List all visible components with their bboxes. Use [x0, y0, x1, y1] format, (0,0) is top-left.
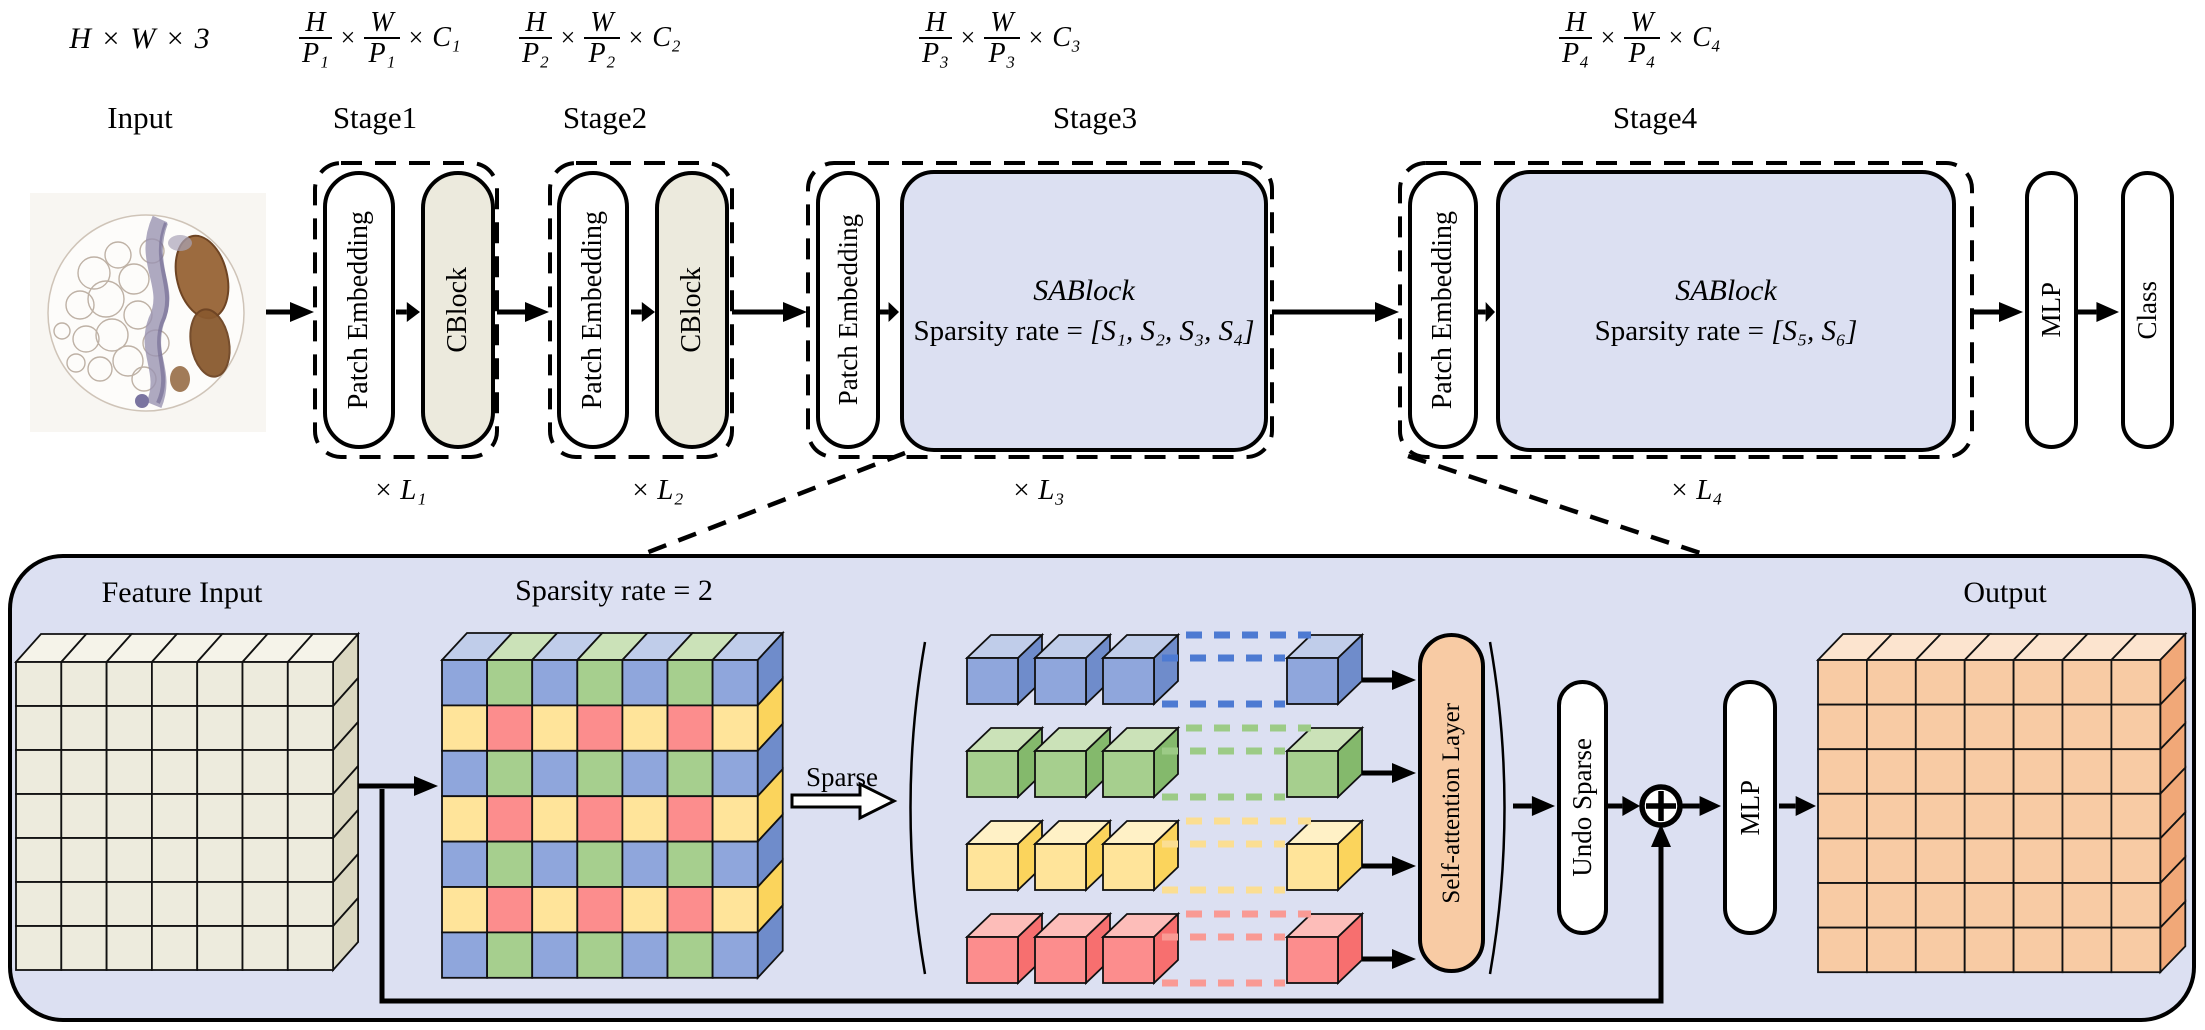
- patch-embedding-label: Patch Embedding: [1427, 210, 1458, 410]
- stage3-mult-label: × L₃: [1011, 474, 1065, 506]
- stage2-label: Stage2: [562, 100, 648, 135]
- flow-arrowhead: [290, 302, 314, 322]
- patch-embedding-label: Patch Embedding: [832, 214, 863, 406]
- input-image: [30, 193, 266, 432]
- stroma-streak-line: [156, 222, 170, 404]
- self-attention-label: Self-attention Layer: [1437, 702, 1465, 904]
- stage1-mult-label: × L₁: [373, 474, 427, 506]
- flow-arrowhead: [525, 302, 549, 322]
- output-label: Output: [1963, 576, 2047, 609]
- panel-mlp-block: MLP: [1723, 680, 1777, 935]
- sablock-title: SABlock: [1033, 274, 1135, 307]
- mlp-head-block: MLP: [2025, 171, 2078, 449]
- sablock-sparsity-line: Sparsity rate = [S₅, S₆]: [1594, 315, 1858, 347]
- patch-embedding-label: Patch Embedding: [577, 210, 608, 410]
- sparsity-rate-label: Sparsity rate = 2: [515, 574, 713, 607]
- stage4-label: Stage4: [1612, 100, 1698, 135]
- stroma-streak: [144, 215, 170, 409]
- input-dims-math: H × W × 3: [69, 22, 211, 55]
- class-block: Class: [2121, 171, 2174, 449]
- flow-arrowhead: [641, 302, 655, 322]
- self-attention-layer-block: Self-attention Layer: [1418, 633, 1485, 973]
- flow-arrowhead: [1999, 302, 2023, 322]
- flow-arrowhead: [1375, 302, 1399, 322]
- sparse-label: Sparse: [806, 762, 878, 792]
- flow-arrowhead: [2096, 302, 2119, 322]
- flow-arrowhead: [1485, 302, 1495, 322]
- input-label: Input: [107, 100, 173, 135]
- flow-arrowhead: [406, 302, 420, 322]
- sablock-detail-panel: [8, 554, 2196, 1022]
- stained-region: [170, 234, 231, 392]
- stage1-label: Stage1: [332, 100, 418, 135]
- cblock-label: CBlock: [676, 267, 707, 353]
- stage3-label: Stage3: [1052, 100, 1138, 135]
- cblock-label: CBlock: [442, 267, 473, 353]
- stage3-sablock: SABlock Sparsity rate = [S₁, S₂, S₃, S₄]: [900, 170, 1268, 452]
- class-label: Class: [2132, 280, 2162, 340]
- sablock-sparsity-line: Sparsity rate = [S₁, S₂, S₃, S₄]: [913, 315, 1255, 347]
- sablock-title: SABlock: [1675, 274, 1777, 307]
- stage4-patch-embedding-block: Patch Embedding: [1408, 171, 1478, 449]
- stage2-patch-embedding-block: Patch Embedding: [557, 171, 629, 449]
- stage4-sablock: SABlock Sparsity rate = [S₅, S₆]: [1496, 170, 1956, 452]
- panel-mlp-label: MLP: [1734, 779, 1765, 836]
- tissue-patch: [168, 235, 192, 251]
- stage4-mult-label: × L₄: [1669, 474, 1723, 506]
- mlp-label: MLP: [2036, 282, 2066, 338]
- undo-sparse-block: Undo Sparse: [1557, 680, 1608, 935]
- stage1-cblock: CBlock: [421, 171, 495, 449]
- stage1-patch-embedding-block: Patch Embedding: [323, 171, 395, 449]
- tissue-core: [47, 214, 245, 412]
- stage2-mult-label: × L₂: [630, 474, 684, 506]
- flow-arrowhead: [888, 302, 899, 322]
- tissue-dot: [135, 394, 149, 408]
- flow-arrowhead: [783, 302, 807, 322]
- feature-input-label: Feature Input: [101, 576, 263, 609]
- undo-sparse-label: Undo Sparse: [1567, 738, 1597, 877]
- stage3-patch-embedding-block: Patch Embedding: [816, 171, 880, 449]
- stage2-cblock: CBlock: [655, 171, 729, 449]
- patch-embedding-label: Patch Embedding: [343, 210, 374, 410]
